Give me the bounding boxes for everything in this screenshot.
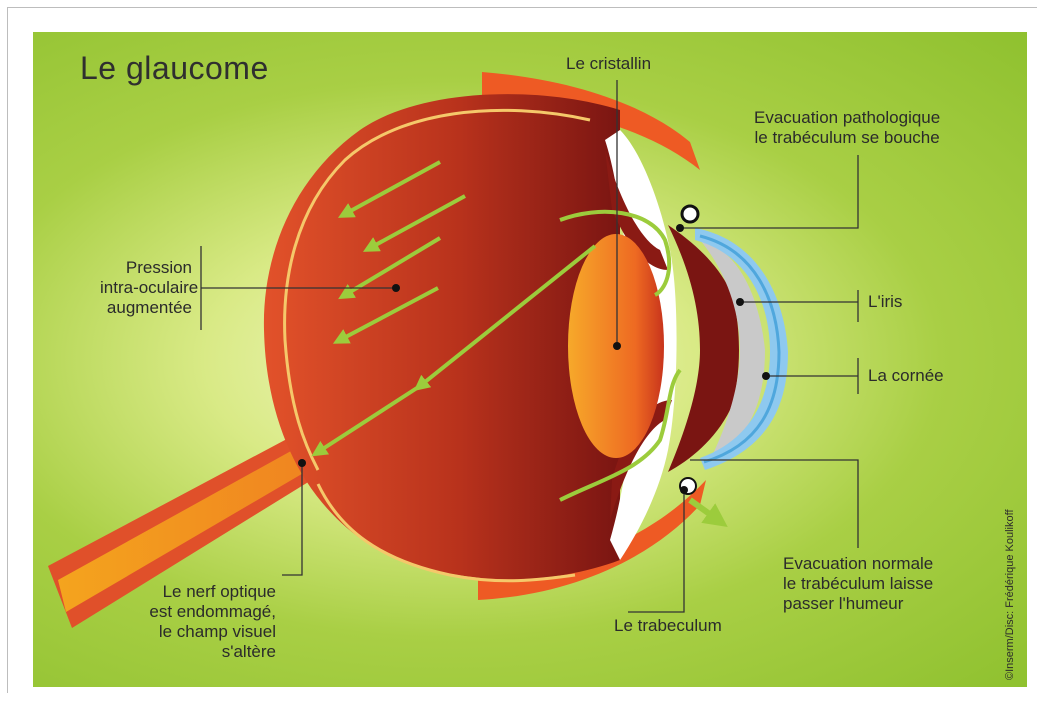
label-evac-norm-line1: Evacuation normale <box>783 554 933 574</box>
label-nerf-line2: est endommagé, <box>130 602 276 622</box>
label-evac-norm-line2: le trabéculum laisse <box>783 574 933 594</box>
label-trabeculum: Le trabeculum <box>614 616 722 636</box>
label-cristallin: Le cristallin <box>566 54 651 74</box>
label-evac-norm-line3: passer l'humeur <box>783 594 933 614</box>
label-nerf-line4: s'altère <box>130 642 276 662</box>
label-nerf-line1: Le nerf optique <box>130 582 276 602</box>
label-pression-line3: augmentée <box>100 298 192 318</box>
label-pression-line1: Pression <box>100 258 192 278</box>
trabeculum-blocked <box>682 206 698 222</box>
label-iris: L'iris <box>868 292 902 312</box>
label-nerf-optique: Le nerf optique est endommagé, le champ … <box>130 582 276 662</box>
label-evac-patho-line2: le trabéculum se bouche <box>754 128 940 148</box>
image-credit: ©Inserm/Disc: Frédérique Koulikoff <box>1004 509 1016 680</box>
label-nerf-line3: le champ visuel <box>130 622 276 642</box>
label-pression-line2: intra-oculaire <box>100 278 192 298</box>
diagram-title: Le glaucome <box>80 50 269 87</box>
label-pression: Pression intra-oculaire augmentée <box>100 258 192 318</box>
label-evacuation-normale: Evacuation normale le trabéculum laisse … <box>783 554 933 614</box>
label-evacuation-pathologique: Evacuation pathologique le trabéculum se… <box>754 108 940 148</box>
label-evac-patho-line1: Evacuation pathologique <box>754 108 940 128</box>
eyeball <box>264 94 620 579</box>
label-cornee: La cornée <box>868 366 944 386</box>
